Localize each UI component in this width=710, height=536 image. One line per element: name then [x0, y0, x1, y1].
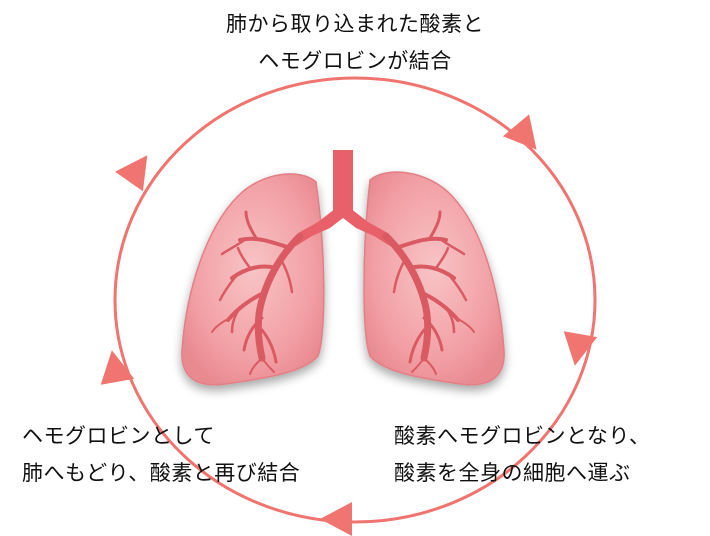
bronchi-main	[292, 208, 394, 246]
left-label-line1: ヘモグロビンとして	[22, 424, 215, 448]
trachea	[333, 150, 353, 212]
left-label-line2: 肺へもどり、酸素と再び結合	[22, 461, 301, 485]
top-label-line1: 肺から取り込まれた酸素と	[226, 12, 484, 36]
right-lung	[363, 171, 505, 386]
lungs-icon	[181, 171, 505, 386]
cycle-arrow-icon	[502, 114, 537, 150]
right-cycle-label: 酸素へモグロビンとなり、 酸素を全身の細胞へ運ぶ	[394, 418, 651, 492]
right-bronchial-tree	[382, 210, 475, 375]
left-bronchial-tree	[211, 210, 304, 375]
cycle-arrow-icon	[320, 502, 352, 536]
cycle-arrow-icon	[115, 155, 148, 192]
cycle-arrow-icon	[100, 350, 135, 385]
left-cycle-label: ヘモグロビンとして 肺へもどり、酸素と再び結合	[22, 418, 300, 492]
top-cycle-label: 肺から取り込まれた酸素と ヘモグロビンが結合	[0, 6, 710, 80]
top-label-line2: ヘモグロビンが結合	[258, 49, 452, 73]
cycle-ring	[113, 76, 597, 524]
right-label-line1: 酸素へモグロビンとなり、	[394, 424, 651, 448]
right-label-line2: 酸素を全身の細胞へ運ぶ	[394, 461, 631, 485]
left-lung	[181, 173, 325, 386]
cycle-arrow-icon	[563, 331, 598, 366]
